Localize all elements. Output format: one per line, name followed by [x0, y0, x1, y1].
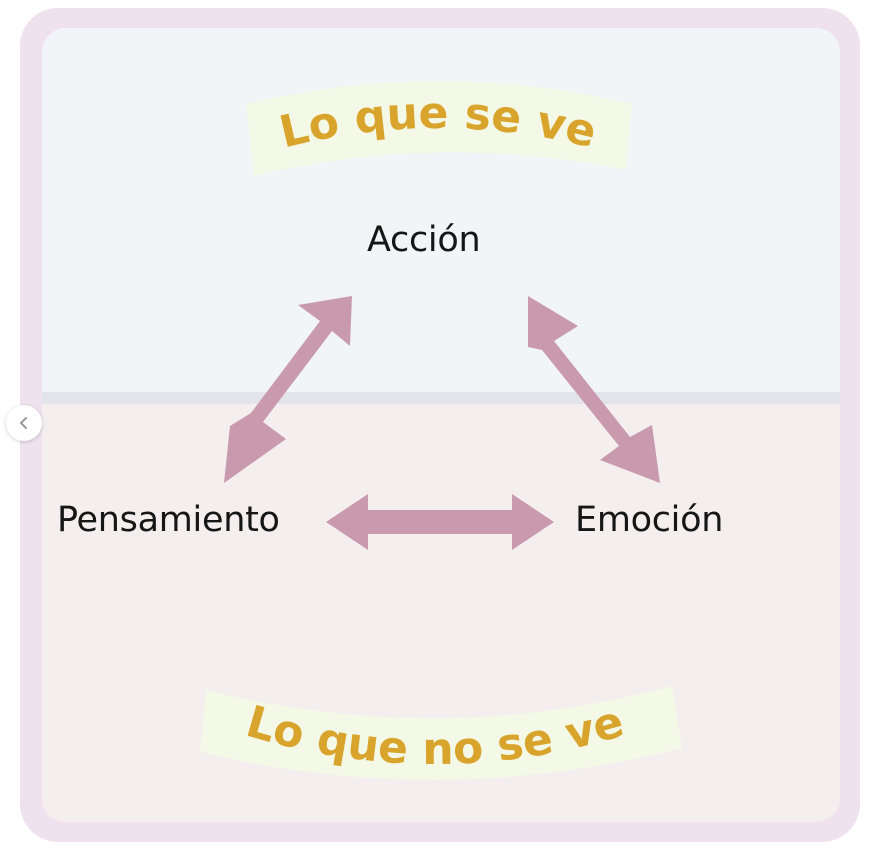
- bottom-banner-background: [200, 686, 682, 781]
- node-accion: Acción: [367, 220, 481, 260]
- region-divider: [42, 392, 840, 404]
- node-pensamiento: Pensamiento: [57, 500, 280, 540]
- node-emocion: Emoción: [575, 500, 724, 540]
- arrow-pensamiento-accion: [224, 296, 352, 483]
- arrow-pensamiento-emocion: [326, 494, 554, 550]
- chevron-left-icon: [20, 417, 27, 429]
- diagram-panel: [42, 28, 840, 822]
- previous-slide-button[interactable]: [6, 405, 42, 441]
- top-banner-background: [246, 81, 632, 176]
- arrow-accion-emocion: [528, 296, 660, 483]
